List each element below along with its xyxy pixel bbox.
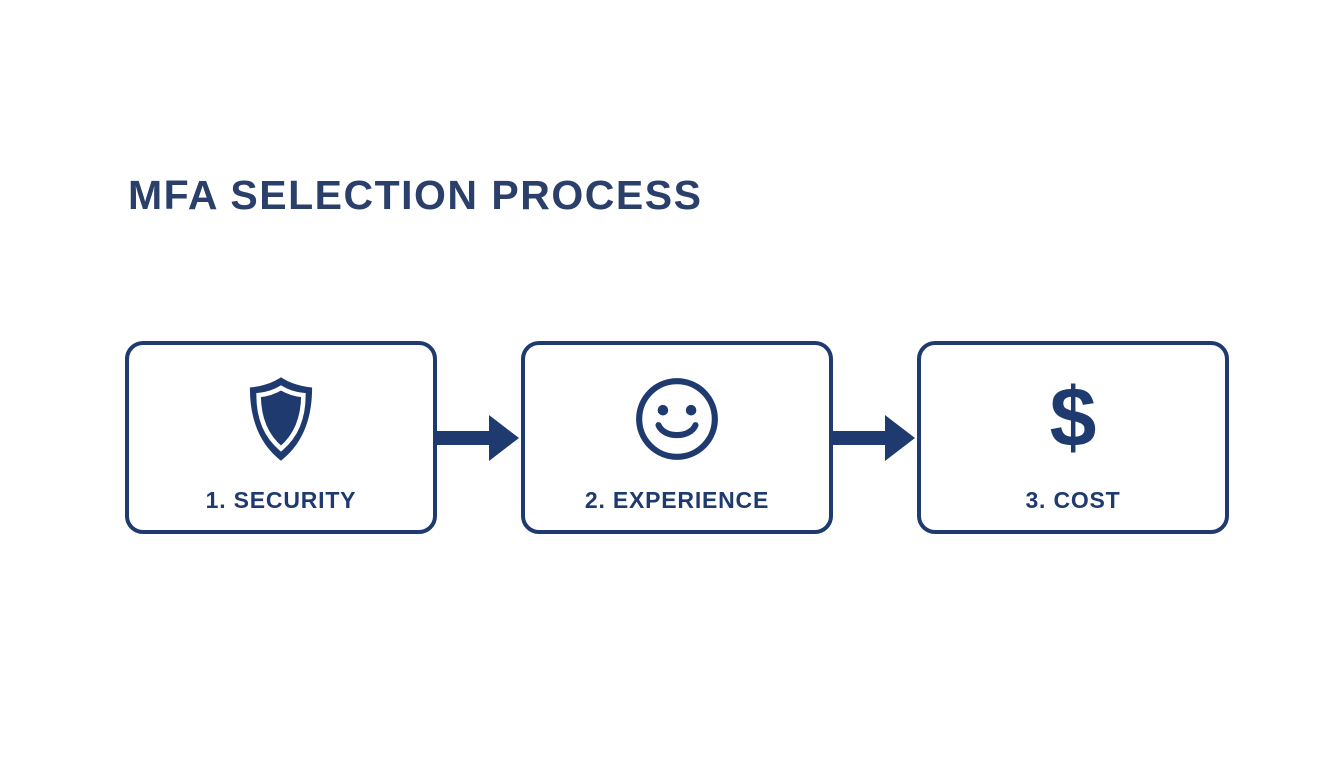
step-box-security: 1. SECURITY: [125, 341, 437, 534]
connector-2: [833, 341, 917, 534]
step-label-cost: 3. COST: [1025, 487, 1121, 513]
step-label-experience: 2. EXPERIENCE: [584, 487, 770, 513]
connector-1: [437, 341, 521, 534]
smiley-face-icon: [633, 375, 721, 468]
shield-icon: [243, 375, 319, 468]
process-flow: 1. SECURITY: [125, 341, 1229, 534]
arrow-right-icon: [437, 412, 521, 464]
arrow-right-icon: [833, 412, 917, 464]
step-box-cost: $ 3. COST: [917, 341, 1229, 534]
step-box-experience: 2. EXPERIENCE: [521, 341, 833, 534]
dollar-sign-icon: $: [1049, 370, 1097, 464]
page-title: MFA SELECTION PROCESS: [128, 172, 703, 218]
step-label-security: 1. SECURITY: [205, 487, 357, 513]
